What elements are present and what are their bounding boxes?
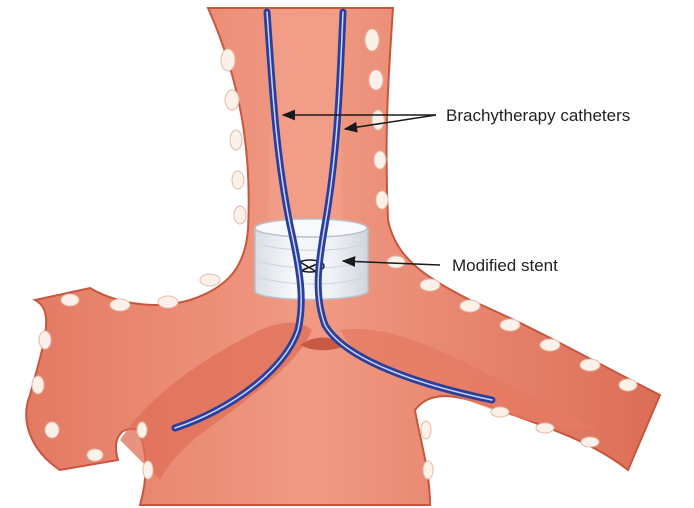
modified-stent — [255, 219, 368, 300]
label-modified-stent: Modified stent — [452, 256, 558, 275]
label-brachytherapy-catheters: Brachytherapy catheters — [446, 106, 630, 125]
